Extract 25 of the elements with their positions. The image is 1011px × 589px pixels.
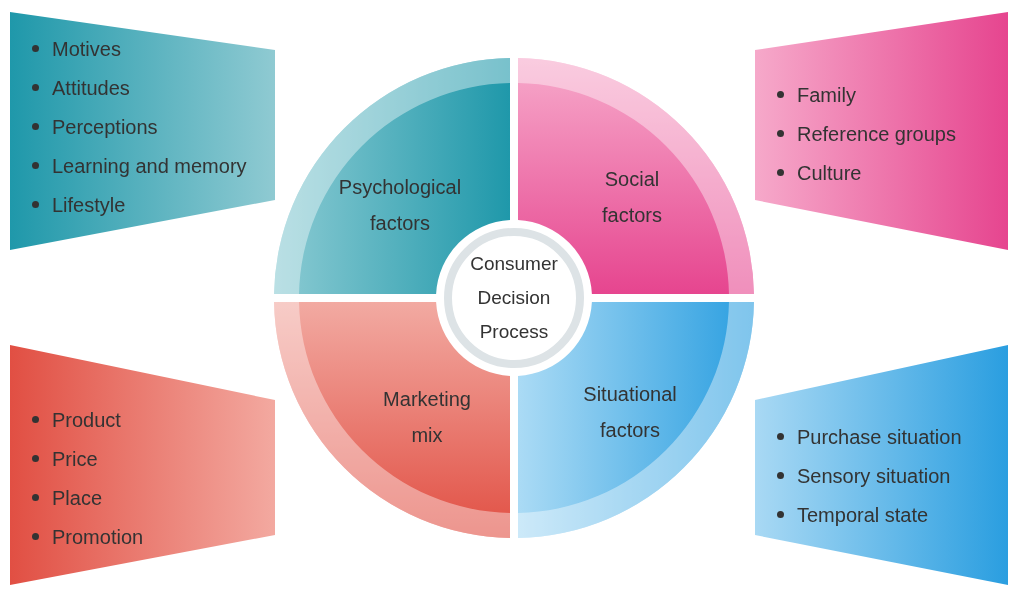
list-item: Family [797, 82, 856, 107]
side-panel [755, 345, 1008, 585]
list-item: Lifestyle [52, 192, 126, 217]
list-item: Perceptions [52, 114, 158, 139]
list-item: Motives [52, 36, 121, 61]
list-item: Culture [797, 160, 862, 185]
side-panel [10, 345, 275, 585]
segment-label: Psychological factors [337, 175, 463, 236]
segment-label: Social factors [601, 167, 663, 228]
segment-label: Situational factors [582, 382, 678, 443]
center-circle [444, 228, 584, 368]
list-item: Place [52, 485, 103, 510]
list-item: Sensory situation [797, 463, 951, 488]
segment-label: Marketing mix [382, 387, 472, 448]
side-panel [755, 12, 1008, 250]
list-item: Price [52, 446, 98, 471]
list-item: Reference groups [797, 121, 956, 146]
side-panel [10, 12, 275, 250]
list-item: Temporal state [797, 502, 929, 527]
list-item: Purchase situation [797, 424, 962, 449]
list-item: Product [52, 407, 121, 432]
list-item: Attitudes [52, 75, 130, 100]
center-label: Consumer Decision Process [469, 252, 559, 344]
list-item: Learning and memory [52, 153, 247, 178]
list-item: Promotion [52, 524, 144, 549]
